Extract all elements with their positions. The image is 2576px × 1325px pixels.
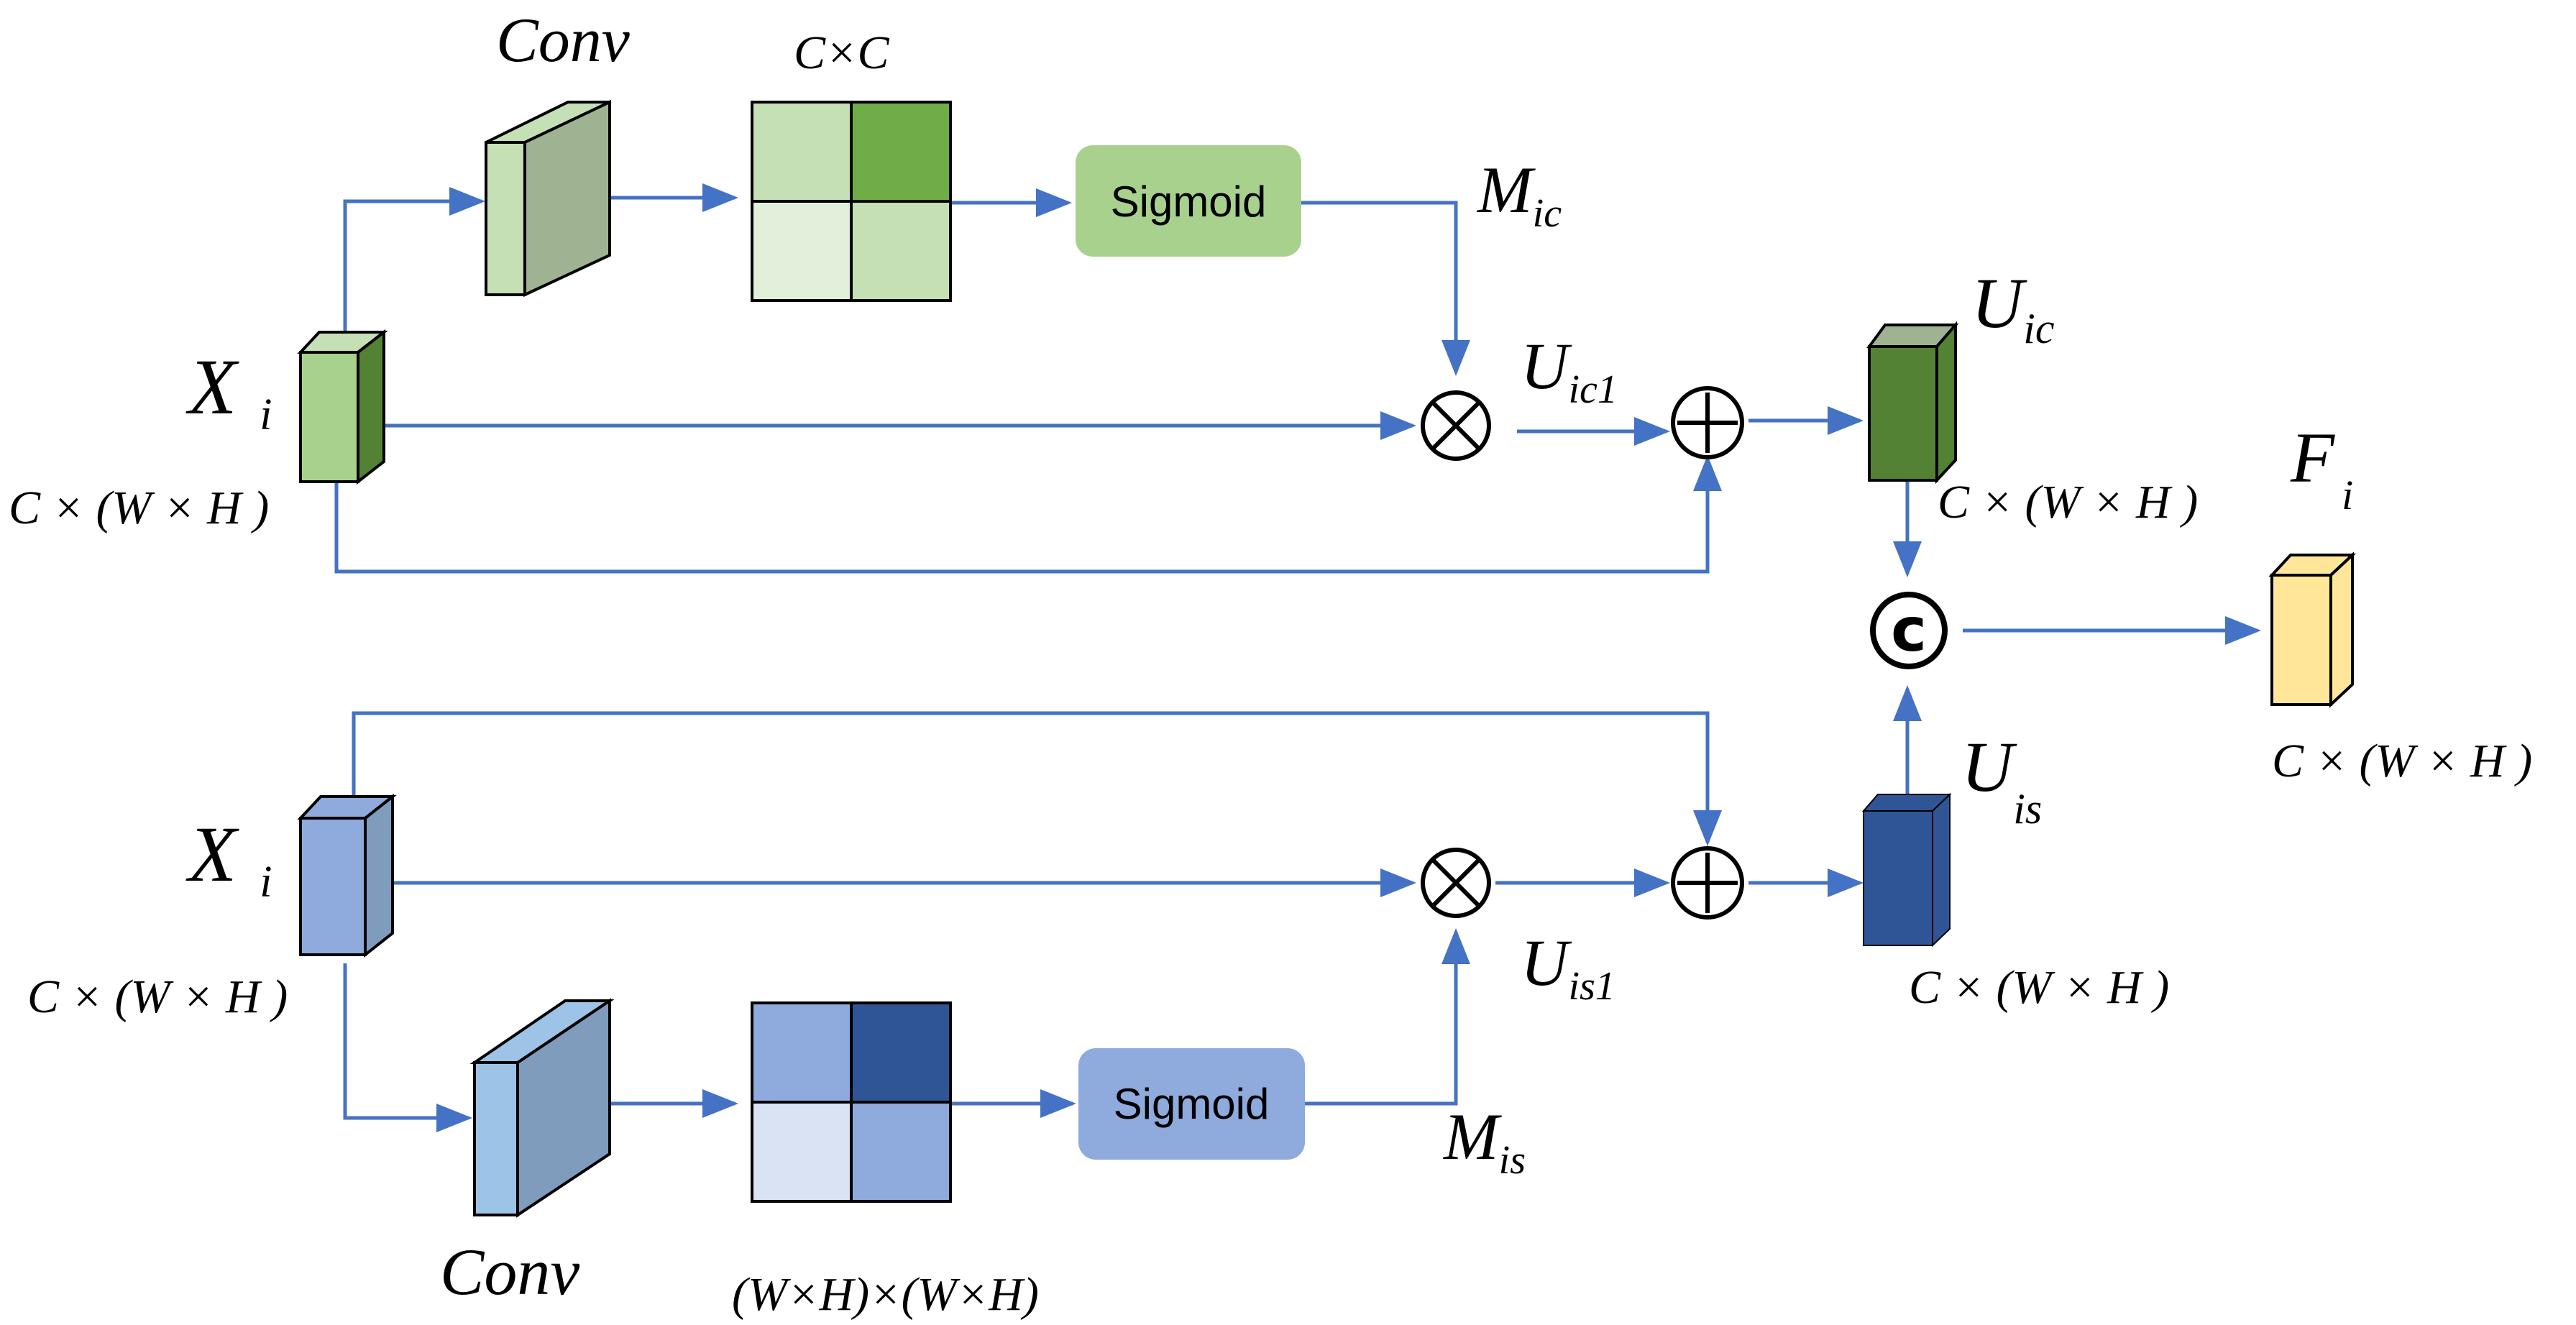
sigmoid-box-top xyxy=(1076,145,1301,257)
arrow-xi-to-conv-top xyxy=(343,187,485,332)
sigmoid-label-bottom: Sigmoid xyxy=(1114,1080,1270,1128)
conv-label-top: Conv xyxy=(496,6,631,75)
product-label-bottom: Uis1 xyxy=(1521,926,1615,1009)
output-label-uis: Uis xyxy=(1961,727,2042,833)
product-label-top: Uic1 xyxy=(1521,329,1618,412)
arrow-xi-to-conv-bottom xyxy=(343,963,472,1132)
output-dim-uis: C × (W × H ) xyxy=(1909,961,2169,1014)
output-cube-fi xyxy=(2268,551,2357,708)
add-node-bottom xyxy=(1671,846,1744,920)
circled-c-icon xyxy=(1870,592,1948,669)
mask-label-top: Mic xyxy=(1476,153,1562,236)
input-feature-cube-top xyxy=(297,329,388,485)
arrow-xi-residual-top xyxy=(334,455,1722,574)
arrow-xi-residual-bottom xyxy=(352,711,1722,846)
output-cube-uis xyxy=(1861,792,1952,948)
conv-block-top xyxy=(485,99,611,298)
connectors xyxy=(334,183,2261,1132)
arrow-sigmoid-to-multiply-top xyxy=(1301,201,1470,376)
sigmoid-box-bottom xyxy=(1078,1048,1305,1160)
output-cube-uic xyxy=(1866,321,1959,485)
conv-label-bottom: Conv xyxy=(440,1235,579,1308)
output-label-uic: Uic xyxy=(1971,263,2055,352)
input-dim-bottom: C × (W × H ) xyxy=(27,971,288,1023)
mask-label-bottom: Mis xyxy=(1442,1100,1526,1183)
multiply-node-top xyxy=(1421,390,1491,461)
spatial-matrix xyxy=(751,1001,952,1203)
input-dim-top: C × (W × H ) xyxy=(9,482,269,534)
add-node-top xyxy=(1671,386,1744,459)
output-dim-fi: C × (W × H ) xyxy=(2272,735,2532,787)
output-dim-uic: C × (W × H ) xyxy=(1938,476,2198,528)
conv-block-bottom xyxy=(469,998,615,1218)
sigmoid-label-top: Sigmoid xyxy=(1111,178,1267,226)
multiply-node-bottom xyxy=(1421,848,1491,918)
matrix-label-top: C×C xyxy=(794,27,890,79)
arrow-sigmoid-to-multiply-bottom xyxy=(1305,928,1470,1106)
input-feature-cube-bottom xyxy=(297,793,397,958)
concat-node: c xyxy=(1870,592,1948,669)
matrix-label-bottom: (W×H)×(W×H) xyxy=(732,1268,1039,1321)
channel-matrix xyxy=(751,101,952,302)
concat-symbol: c xyxy=(1891,595,1927,665)
